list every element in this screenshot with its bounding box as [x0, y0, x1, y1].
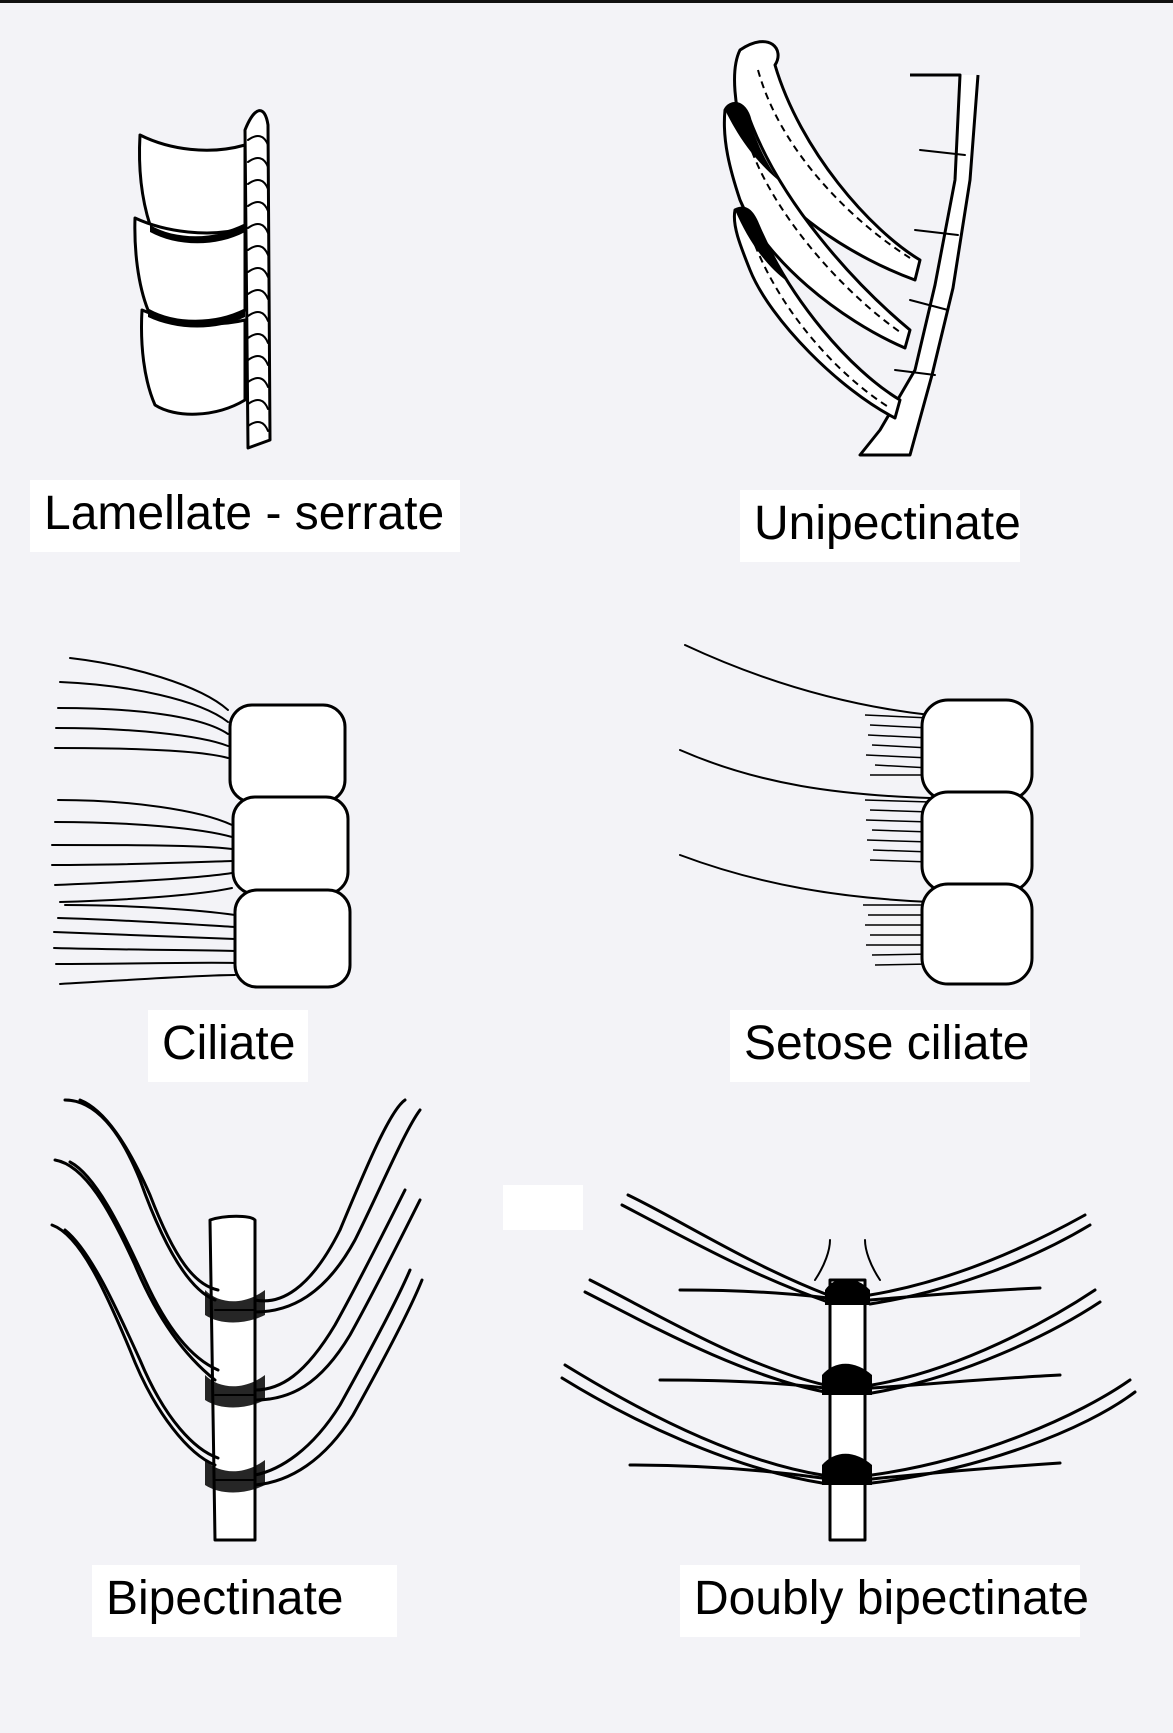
page-top-border — [0, 0, 1173, 3]
label-bipectinate: Bipectinate — [92, 1565, 397, 1637]
doubly-bipectinate-illustration — [560, 1180, 1150, 1542]
ciliate-illustration — [50, 650, 352, 1000]
label-lamellate-serrate: Lamellate - serrate — [30, 480, 460, 552]
unipectinate-illustration — [710, 30, 990, 460]
label-doubly-bipectinate: Doubly bipectinate — [680, 1565, 1089, 1637]
blank-patch — [503, 1185, 583, 1230]
bipectinate-illustration — [50, 1090, 424, 1542]
label-ciliate: Ciliate — [148, 1010, 308, 1082]
lamellate-serrate-illustration — [130, 100, 310, 460]
label-unipectinate: Unipectinate — [740, 490, 1021, 562]
setose-ciliate-illustration — [679, 640, 1040, 1000]
label-setose-ciliate: Setose ciliate — [730, 1010, 1030, 1082]
